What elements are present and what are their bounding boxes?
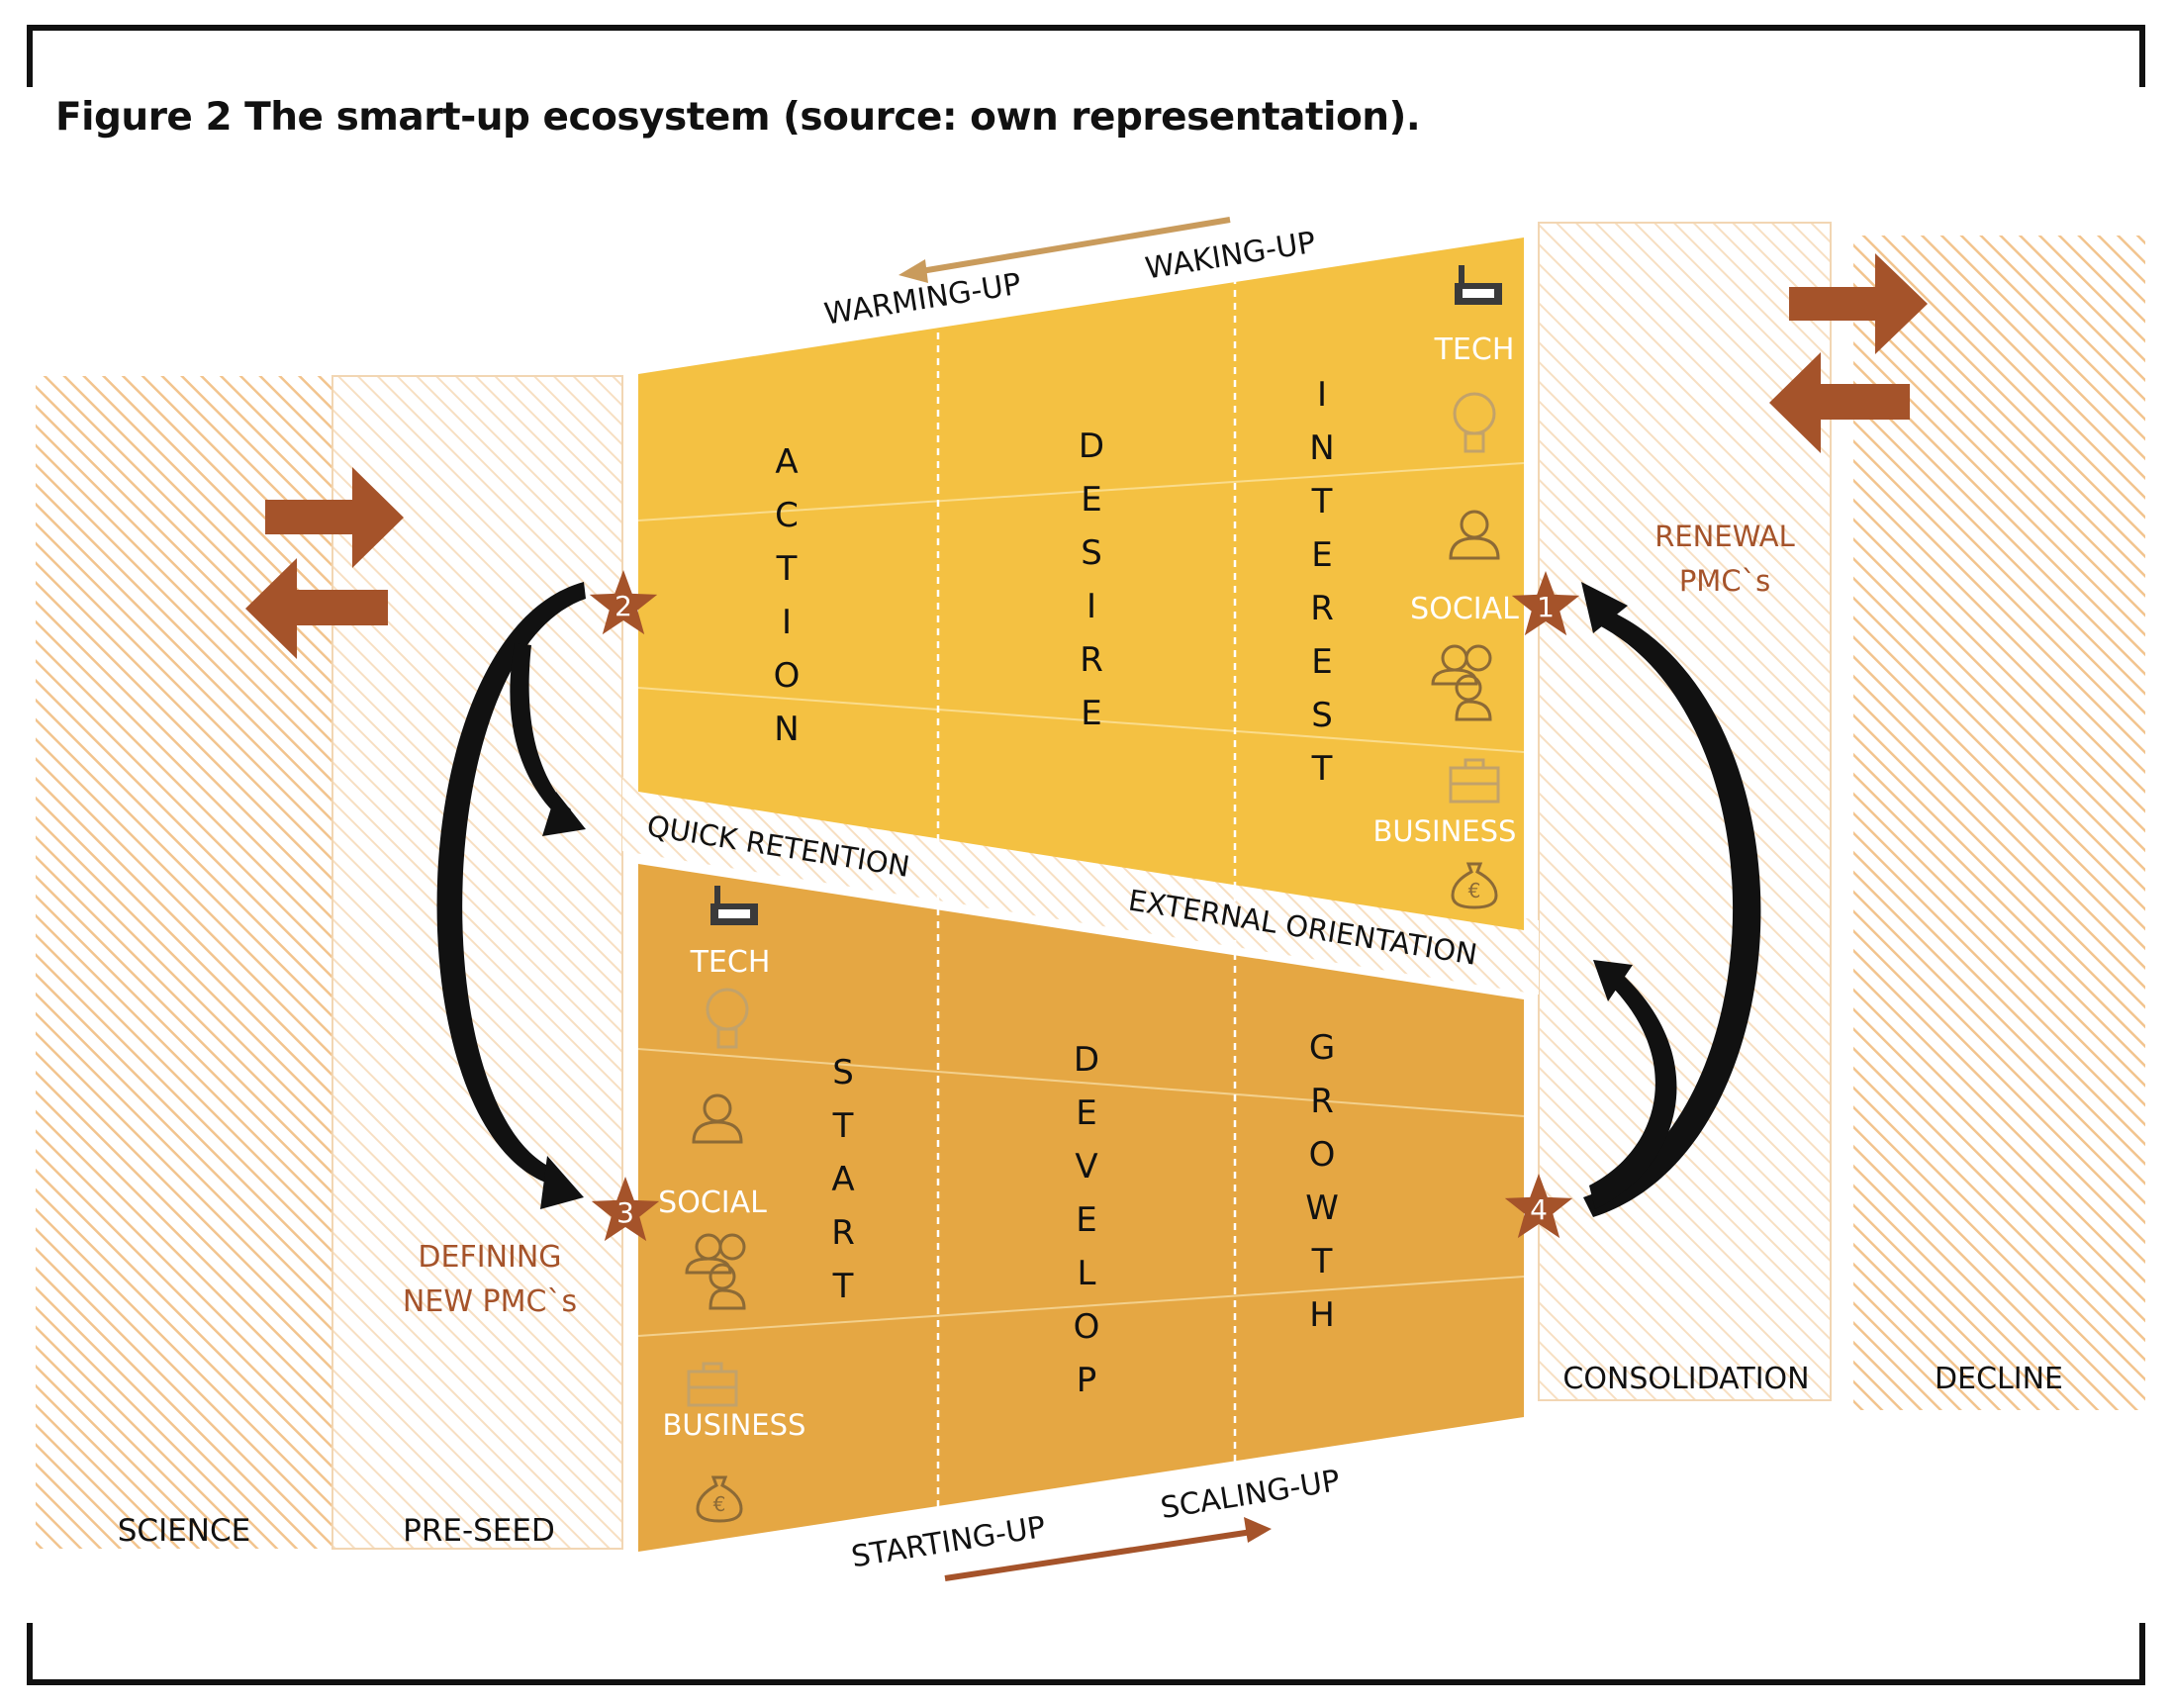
pre-seed-column xyxy=(331,375,623,1550)
consolidation-column xyxy=(1538,222,1832,1401)
pre-seed-label: PRE-SEED xyxy=(403,1513,555,1549)
decline-label: DECLINE xyxy=(1935,1362,2063,1396)
right-curved-arrows xyxy=(1581,582,1761,1217)
develop-letter: E xyxy=(1076,1200,1096,1240)
start-letter: T xyxy=(832,1106,854,1146)
lower-icons: TECH SOCIAL BUSINESS € xyxy=(658,886,806,1523)
svg-text:€: € xyxy=(713,1492,726,1516)
start-letter: T xyxy=(832,1267,854,1306)
stars: 1 2 3 4 xyxy=(589,570,1580,1242)
lightbulb-icon xyxy=(706,988,749,1049)
action-letter: T xyxy=(776,549,798,589)
desire-letter: S xyxy=(1081,533,1102,573)
upper-icons: TECH SOCIAL BUSINESS € xyxy=(1373,265,1519,909)
figure-caption: Figure 2 The smart-up ecosystem (source:… xyxy=(55,95,1421,140)
interest-letter: E xyxy=(1311,642,1332,682)
right-left-arrow xyxy=(1769,352,1910,453)
svg-text:€: € xyxy=(1468,879,1481,902)
lightbulb-icon xyxy=(1453,392,1496,453)
develop-letter: E xyxy=(1076,1093,1096,1133)
lower-social-label: SOCIAL xyxy=(658,1186,767,1220)
start-letter: A xyxy=(831,1160,854,1199)
interest-letter: E xyxy=(1311,535,1332,575)
star-4 xyxy=(1504,1174,1573,1239)
develop-letter: P xyxy=(1077,1361,1097,1400)
decline-column xyxy=(1853,236,2145,1410)
interest-letter: N xyxy=(1309,428,1334,468)
science-label: SCIENCE xyxy=(118,1513,250,1549)
panel-row-lines xyxy=(637,462,1525,1337)
briefcase-icon xyxy=(687,1362,738,1407)
upper-social-label: SOCIAL xyxy=(1410,592,1519,626)
left-right-arrow xyxy=(265,467,404,568)
star-3 xyxy=(591,1177,660,1242)
desire-letter: E xyxy=(1081,694,1101,733)
middle-band xyxy=(622,777,1539,995)
start-letter: R xyxy=(831,1213,855,1253)
right-right-arrow xyxy=(1789,253,1928,354)
interest-letter: R xyxy=(1310,589,1334,628)
upper-business-label: BUSINESS xyxy=(1373,814,1517,848)
group-icon xyxy=(685,1233,746,1310)
growth-letter: H xyxy=(1309,1295,1335,1335)
scaling-up-label: SCALING-UP xyxy=(1159,1464,1343,1526)
frame-brackets xyxy=(27,25,2145,1685)
lower-tech-label: TECH xyxy=(690,945,771,980)
star-number: 3 xyxy=(616,1196,634,1229)
upper-tech-label: TECH xyxy=(1434,332,1515,367)
growth-letter: T xyxy=(1311,1242,1333,1281)
develop-letter: O xyxy=(1074,1307,1100,1347)
desire-letter: R xyxy=(1080,640,1103,680)
group-icon xyxy=(1431,644,1492,721)
science-column xyxy=(36,376,332,1549)
defining-label-line2: NEW PMC`s xyxy=(403,1284,577,1319)
money-bag-icon: € xyxy=(1451,862,1498,909)
desire-letter: D xyxy=(1079,427,1104,466)
start-letter: S xyxy=(832,1053,854,1092)
factory-icon xyxy=(710,886,758,925)
scaling-arrow xyxy=(944,1517,1272,1581)
action-letter: O xyxy=(774,656,801,696)
growth-letter: W xyxy=(1305,1188,1339,1228)
interest-letter: S xyxy=(1311,696,1333,735)
growth-letter: R xyxy=(1310,1082,1334,1121)
consolidation-label: CONSOLIDATION xyxy=(1562,1362,1809,1396)
briefcase-icon xyxy=(1449,758,1500,804)
star-1 xyxy=(1511,571,1580,636)
warming-arrow xyxy=(898,217,1231,283)
interest-letter: T xyxy=(1311,482,1333,522)
develop-letter: L xyxy=(1078,1254,1096,1293)
interest-letter: I xyxy=(1317,375,1327,415)
left-curved-arrows xyxy=(436,582,586,1209)
column-dividers xyxy=(936,277,1237,1514)
action-letter: A xyxy=(775,442,798,482)
star-number: 4 xyxy=(1530,1193,1548,1226)
action-letter: N xyxy=(774,710,799,749)
renewal-label-line2: PMC`s xyxy=(1679,564,1770,598)
defining-label-line1: DEFINING xyxy=(418,1240,561,1275)
develop-letter: V xyxy=(1075,1147,1097,1186)
action-letter: I xyxy=(782,603,792,642)
lower-panel xyxy=(638,864,1524,1552)
star-2 xyxy=(589,570,658,635)
interest-letter: T xyxy=(1311,749,1333,789)
develop-letter: D xyxy=(1074,1040,1099,1080)
money-bag-icon: € xyxy=(696,1475,743,1523)
person-icon xyxy=(692,1093,743,1144)
growth-letter: O xyxy=(1309,1135,1336,1175)
star-number: 1 xyxy=(1537,591,1555,623)
desire-letter: I xyxy=(1086,587,1096,626)
action-letter: C xyxy=(775,496,799,535)
renewal-label-line1: RENEWAL xyxy=(1654,520,1795,553)
factory-icon xyxy=(1455,265,1502,305)
desire-letter: E xyxy=(1081,480,1101,520)
left-left-arrow xyxy=(245,558,388,659)
star-number: 2 xyxy=(614,590,632,622)
growth-letter: G xyxy=(1309,1028,1335,1068)
person-icon xyxy=(1449,510,1500,560)
upper-panel xyxy=(638,237,1524,930)
lower-business-label: BUSINESS xyxy=(663,1408,806,1442)
